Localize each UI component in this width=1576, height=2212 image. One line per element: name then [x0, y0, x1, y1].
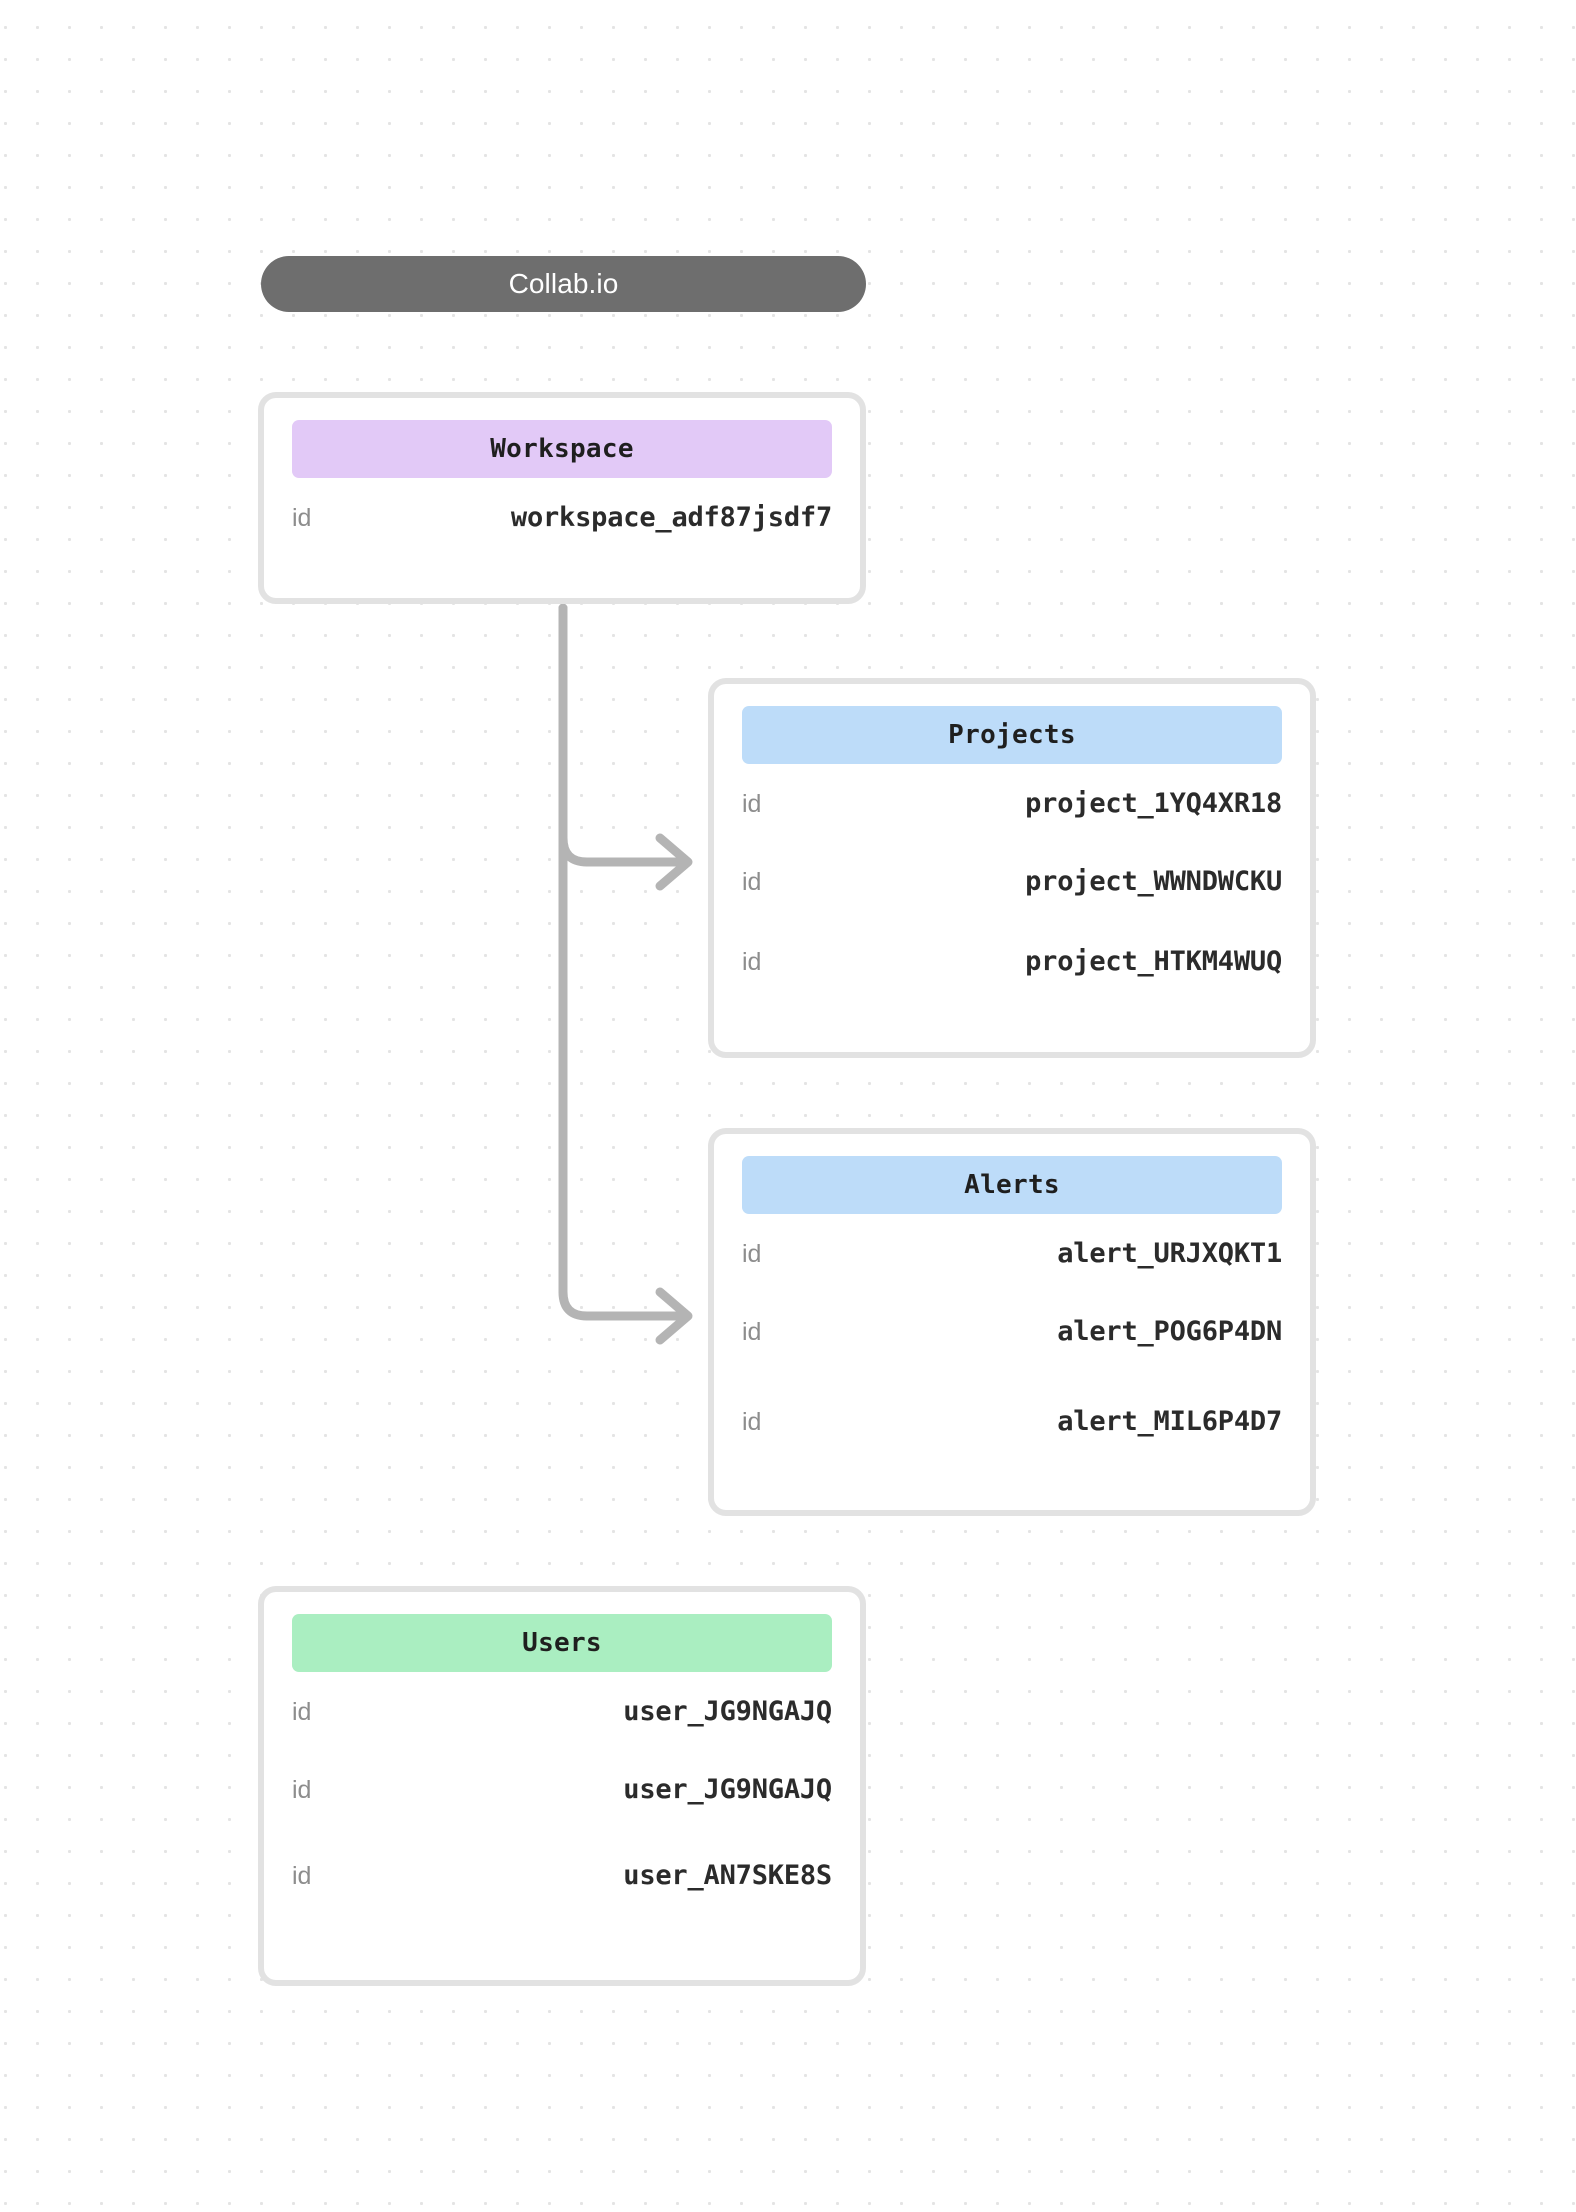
row-value: workspace_adf87jsdf7 — [510, 502, 832, 533]
entity-row[interactable]: id workspace_adf87jsdf7 — [292, 488, 832, 582]
row-field-label: id — [742, 948, 762, 976]
connector-workspace-to-projects — [558, 603, 691, 867]
row-field-label: id — [742, 1240, 762, 1268]
row-field-label: id — [292, 1862, 312, 1890]
entity-row[interactable]: id alert_URJXQKT1 — [742, 1224, 1282, 1318]
entity-title: Workspace — [490, 434, 634, 464]
entity-row[interactable]: id alert_POG6P4DN — [742, 1318, 1282, 1398]
entity-row[interactable]: id project_1YQ4XR18 — [742, 774, 1282, 868]
app-title-text: Collab.io — [508, 268, 619, 299]
entity-row[interactable]: id project_HTKM4WUQ — [742, 948, 1282, 1028]
row-value: alert_POG6P4DN — [1057, 1316, 1282, 1347]
arrowhead-alerts-icon — [655, 1287, 693, 1345]
entity-header-users: Users — [292, 1614, 832, 1672]
entity-row[interactable]: id user_AN7SKE8S — [292, 1856, 832, 1942]
entity-card-body: Users id user_JG9NGAJQ id user_JG9NGAJQ … — [264, 1592, 860, 1968]
row-field-label: id — [742, 1318, 762, 1346]
row-value: alert_URJXQKT1 — [1057, 1238, 1282, 1269]
row-field-label: id — [292, 1776, 312, 1804]
row-value: user_JG9NGAJQ — [623, 1696, 832, 1727]
entity-card-workspace[interactable]: Workspace id workspace_adf87jsdf7 — [258, 392, 866, 604]
row-value: user_JG9NGAJQ — [623, 1774, 832, 1805]
entity-row[interactable]: id user_JG9NGAJQ — [292, 1682, 832, 1776]
row-value: alert_MIL6P4D7 — [1057, 1406, 1282, 1437]
row-value: project_HTKM4WUQ — [1025, 946, 1282, 977]
entity-title: Projects — [948, 720, 1076, 750]
entity-card-alerts[interactable]: Alerts id alert_URJXQKT1 id alert_POG6P4… — [708, 1128, 1316, 1516]
entity-row[interactable]: id user_JG9NGAJQ — [292, 1776, 832, 1856]
row-field-label: id — [742, 790, 762, 818]
app-title-pill: Collab.io — [261, 256, 866, 312]
entity-title: Alerts — [964, 1170, 1060, 1200]
row-field-label: id — [292, 1698, 312, 1726]
connector-workspace-to-alerts — [558, 603, 691, 1321]
entity-row[interactable]: id project_WWNDWCKU — [742, 868, 1282, 948]
entity-header-projects: Projects — [742, 706, 1282, 764]
row-field-label: id — [742, 868, 762, 896]
row-field-label: id — [292, 504, 312, 532]
entity-card-users[interactable]: Users id user_JG9NGAJQ id user_JG9NGAJQ … — [258, 1586, 866, 1986]
row-field-label: id — [742, 1408, 762, 1436]
entity-card-body: Alerts id alert_URJXQKT1 id alert_POG6P4… — [714, 1134, 1310, 1514]
row-value: project_1YQ4XR18 — [1025, 788, 1282, 819]
entity-header-workspace: Workspace — [292, 420, 832, 478]
arrowhead-projects-icon — [655, 833, 693, 891]
entity-row[interactable]: id alert_MIL6P4D7 — [742, 1398, 1282, 1488]
row-value: project_WWNDWCKU — [1025, 866, 1282, 897]
entity-title: Users — [522, 1628, 602, 1658]
entity-card-projects[interactable]: Projects id project_1YQ4XR18 id project_… — [708, 678, 1316, 1058]
row-value: user_AN7SKE8S — [623, 1860, 832, 1891]
entity-card-body: Workspace id workspace_adf87jsdf7 — [264, 398, 860, 592]
entity-card-body: Projects id project_1YQ4XR18 id project_… — [714, 684, 1310, 1054]
entity-header-alerts: Alerts — [742, 1156, 1282, 1214]
